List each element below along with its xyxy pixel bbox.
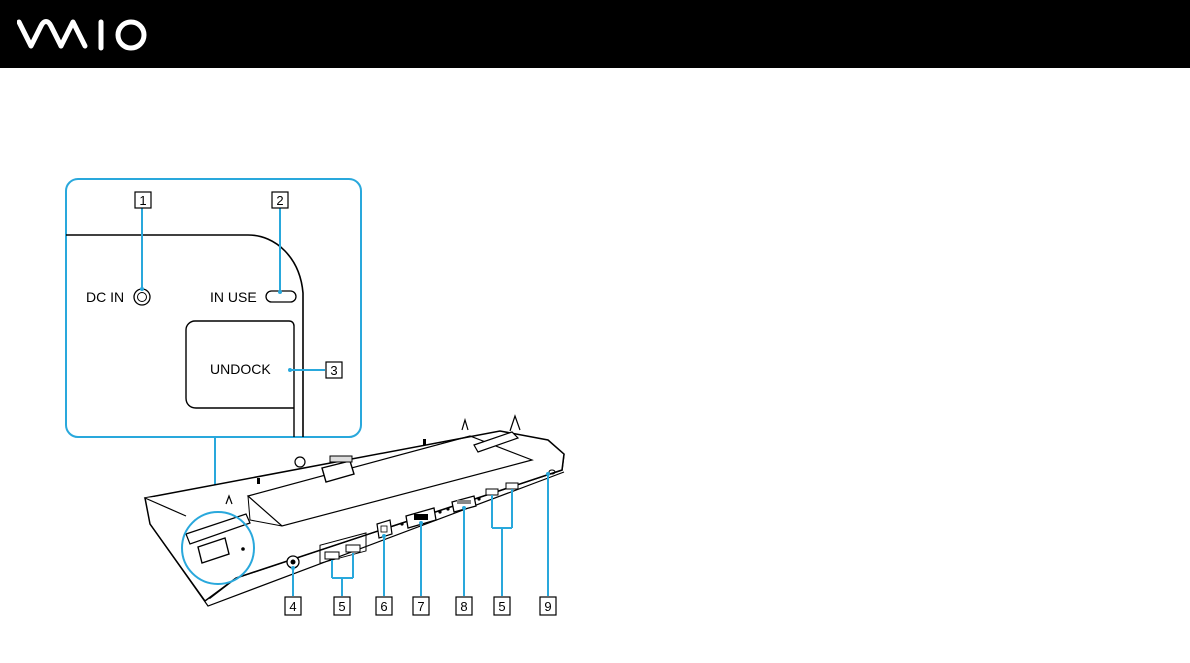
callout-5-right: 5	[494, 597, 510, 615]
svg-text:6: 6	[380, 599, 387, 614]
svg-text:9: 9	[544, 599, 551, 614]
svg-text:4: 4	[289, 599, 296, 614]
in-use-label: IN USE	[210, 289, 257, 305]
svg-text:5: 5	[338, 599, 345, 614]
inset-frame	[66, 179, 361, 437]
undock-button-outline	[186, 321, 294, 437]
callout-4: 4	[285, 597, 301, 615]
callout-5-left: 5	[334, 597, 350, 615]
svg-text:8: 8	[460, 599, 467, 614]
callout-9: 9	[540, 597, 556, 615]
svg-text:2: 2	[276, 193, 283, 208]
dc-in-label: DC IN	[86, 289, 124, 305]
vaio-logo	[17, 18, 153, 52]
svg-text:3: 3	[330, 363, 337, 378]
inset-device-edge	[66, 235, 303, 437]
callout-7: 7	[413, 597, 429, 615]
callout-1: 1	[135, 192, 151, 208]
dc-in-jack-icon	[134, 289, 150, 305]
svg-text:7: 7	[417, 599, 424, 614]
callout-8: 8	[456, 597, 472, 615]
undock-label: UNDOCK	[210, 361, 271, 377]
header-bar	[0, 0, 1190, 68]
callout-6: 6	[376, 597, 392, 615]
callout-3: 3	[326, 362, 342, 378]
port-replicator-diagram: DC IN IN USE UNDOCK 1 2 3	[0, 68, 1190, 663]
svg-text:1: 1	[139, 193, 146, 208]
callout-2: 2	[272, 192, 288, 208]
svg-text:5: 5	[498, 599, 505, 614]
